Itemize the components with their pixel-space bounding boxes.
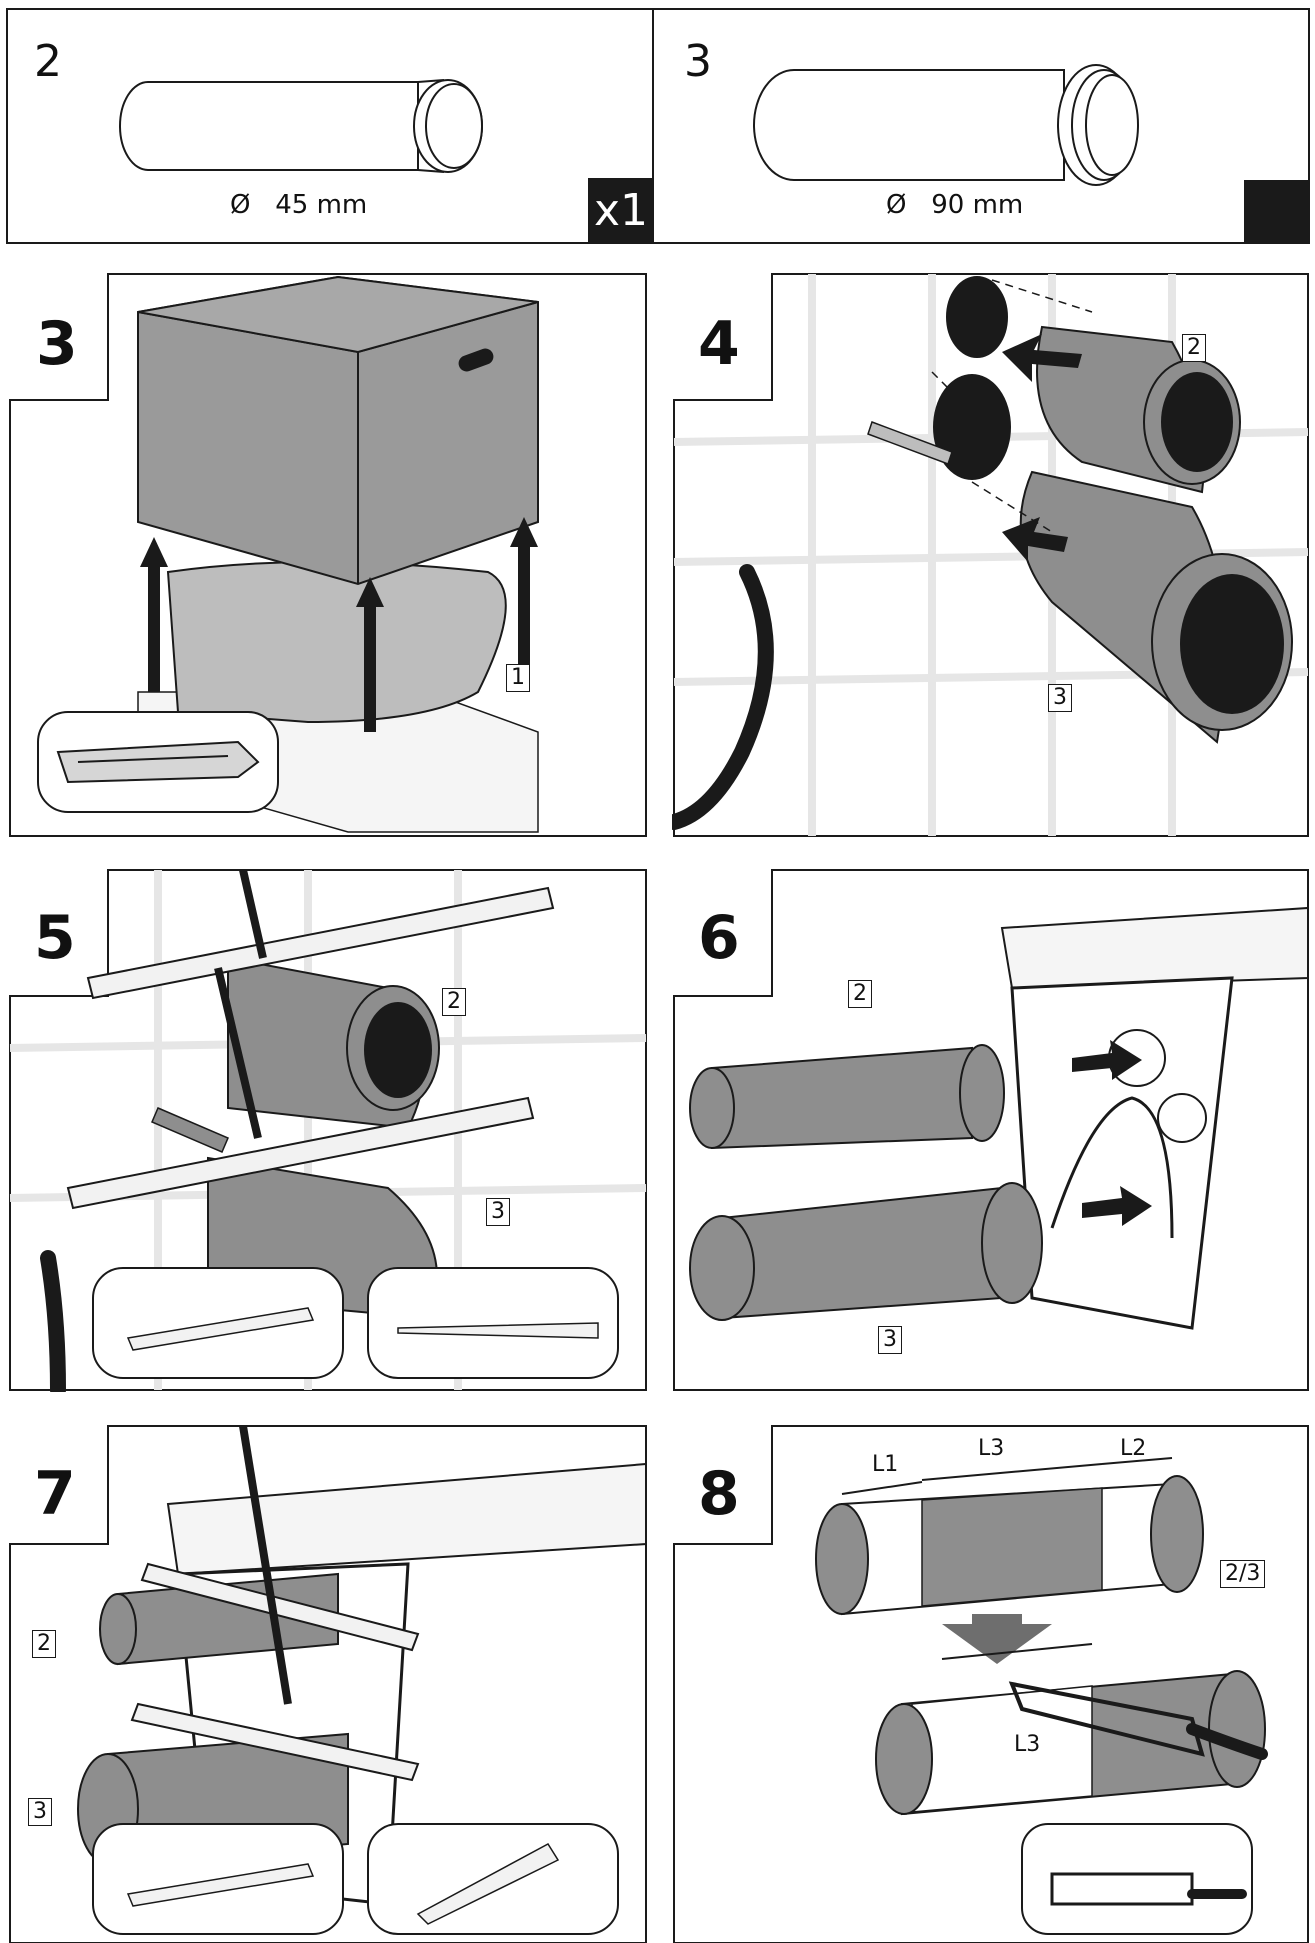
callout-label: 3 <box>878 1326 902 1354</box>
step-6-panel: 6 2 3 <box>672 868 1310 1392</box>
callout-label: 3 <box>1048 684 1072 712</box>
callout-label: 2 <box>1182 334 1206 362</box>
step-number: 6 <box>698 903 740 973</box>
measurement-l2: L2 <box>1120 1436 1147 1461</box>
part-box-3: 3 Ø 90 mm <box>652 8 1310 244</box>
pipe-45mm-icon <box>119 79 483 173</box>
pipe-90mm-icon <box>753 64 1139 186</box>
quantity-badge: x1 <box>588 178 654 244</box>
callout-label: 3 <box>28 1798 52 1826</box>
measurement-l3: L3 <box>978 1436 1005 1461</box>
step-number: 3 <box>36 309 78 379</box>
quantity-badge <box>1244 180 1310 244</box>
part-diameter: Ø 90 mm <box>886 190 1024 220</box>
part-box-2: 2 Ø 45 mm x1 <box>6 8 654 244</box>
callout-label: 3 <box>486 1198 510 1226</box>
step-number: 5 <box>34 903 76 973</box>
part-diameter: Ø 45 mm <box>230 190 368 220</box>
step-number: 4 <box>698 309 740 379</box>
measurement-l1: L1 <box>872 1452 899 1477</box>
callout-label: 2 <box>32 1630 56 1658</box>
step-number: 8 <box>698 1459 740 1529</box>
callout-label: 2/3 <box>1220 1560 1266 1588</box>
callout-label: 1 <box>506 664 530 692</box>
callout-label: 2 <box>442 988 466 1016</box>
measurement-l3-cut: L3 <box>1014 1732 1041 1757</box>
part-number: 3 <box>684 36 712 87</box>
step-8-panel: 8 L1 L3 L2 L3 2/3 <box>672 1424 1310 1943</box>
part-number: 2 <box>34 36 62 87</box>
step-5-panel: 5 2 3 <box>8 868 648 1392</box>
callout-label: 2 <box>848 980 872 1008</box>
step-4-panel: 4 2 3 <box>672 272 1310 838</box>
step-number: 7 <box>34 1459 76 1529</box>
step-3-panel: 3 1 <box>8 272 648 838</box>
step-7-panel: 7 2 3 <box>8 1424 648 1943</box>
